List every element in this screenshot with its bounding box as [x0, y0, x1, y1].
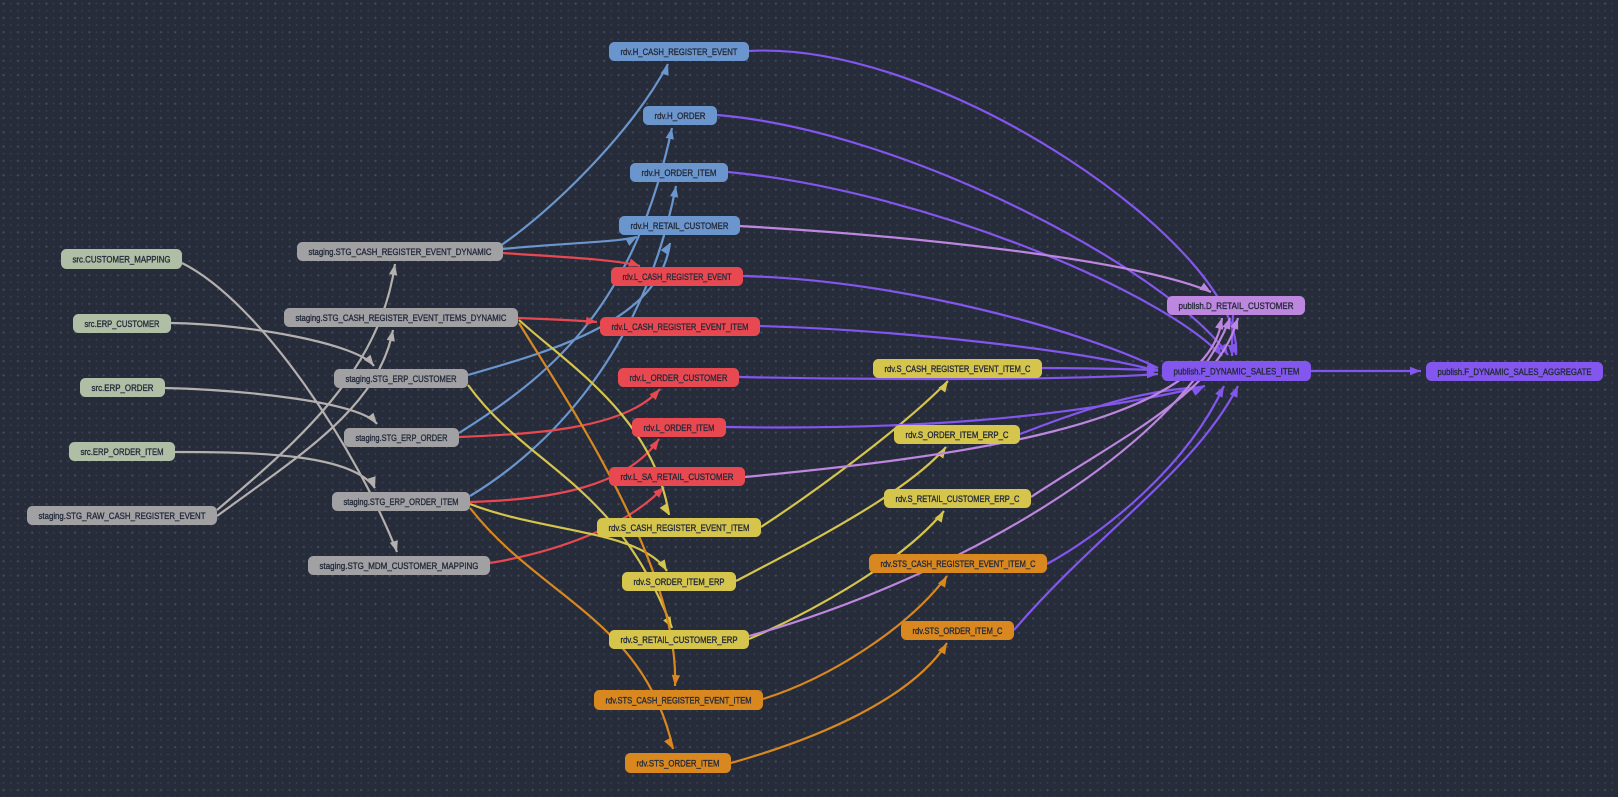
svg-text:rdv.L_CASH_REGISTER_EVENT: rdv.L_CASH_REGISTER_EVENT: [623, 272, 732, 283]
svg-text:rdv.L_CASH_REGISTER_EVENT_ITEM: rdv.L_CASH_REGISTER_EVENT_ITEM: [612, 322, 749, 333]
svg-text:rdv.L_SA_RETAIL_CUSTOMER: rdv.L_SA_RETAIL_CUSTOMER: [621, 472, 734, 483]
svg-text:staging.STG_ERP_CUSTOMER: staging.STG_ERP_CUSTOMER: [346, 374, 457, 385]
svg-text:rdv.L_ORDER_CUSTOMER: rdv.L_ORDER_CUSTOMER: [630, 373, 728, 384]
svg-text:staging.STG_ERP_ORDER: staging.STG_ERP_ORDER: [356, 433, 448, 444]
svg-text:rdv.S_CASH_REGISTER_EVENT_ITEM: rdv.S_CASH_REGISTER_EVENT_ITEM_C: [885, 364, 1031, 375]
svg-text:rdv.STS_CASH_REGISTER_EVENT_IT: rdv.STS_CASH_REGISTER_EVENT_ITEM_C: [881, 559, 1036, 570]
svg-text:src.ERP_CUSTOMER: src.ERP_CUSTOMER: [85, 319, 160, 330]
svg-text:rdv.S_ORDER_ITEM_ERP_C: rdv.S_ORDER_ITEM_ERP_C: [906, 430, 1009, 441]
svg-text:publish.D_RETAIL_CUSTOMER: publish.D_RETAIL_CUSTOMER: [1179, 301, 1294, 312]
svg-text:rdv.STS_ORDER_ITEM_C: rdv.STS_ORDER_ITEM_C: [913, 626, 1003, 637]
svg-text:rdv.H_RETAIL_CUSTOMER: rdv.H_RETAIL_CUSTOMER: [631, 221, 729, 232]
svg-text:staging.STG_CASH_REGISTER_EVEN: staging.STG_CASH_REGISTER_EVENT_ITEMS_DY…: [296, 313, 507, 324]
svg-text:publish.F_DYNAMIC_SALES_ITEM: publish.F_DYNAMIC_SALES_ITEM: [1174, 367, 1300, 378]
svg-text:rdv.H_ORDER_ITEM: rdv.H_ORDER_ITEM: [642, 168, 717, 179]
svg-text:rdv.S_CASH_REGISTER_EVENT_ITEM: rdv.S_CASH_REGISTER_EVENT_ITEM: [609, 523, 750, 534]
svg-text:rdv.STS_ORDER_ITEM: rdv.STS_ORDER_ITEM: [637, 759, 720, 770]
svg-text:rdv.STS_CASH_REGISTER_EVENT_IT: rdv.STS_CASH_REGISTER_EVENT_ITEM: [606, 696, 752, 707]
svg-text:rdv.H_CASH_REGISTER_EVENT: rdv.H_CASH_REGISTER_EVENT: [621, 47, 738, 58]
svg-text:rdv.S_ORDER_ITEM_ERP: rdv.S_ORDER_ITEM_ERP: [634, 577, 725, 588]
svg-text:staging.STG_CASH_REGISTER_EVEN: staging.STG_CASH_REGISTER_EVENT_DYNAMIC: [309, 247, 492, 258]
svg-text:staging.STG_RAW_CASH_REGISTER_: staging.STG_RAW_CASH_REGISTER_EVENT: [39, 511, 206, 522]
svg-text:rdv.L_ORDER_ITEM: rdv.L_ORDER_ITEM: [644, 423, 715, 434]
svg-text:src.ERP_ORDER_ITEM: src.ERP_ORDER_ITEM: [81, 447, 164, 458]
svg-text:src.CUSTOMER_MAPPING: src.CUSTOMER_MAPPING: [73, 255, 171, 266]
svg-text:staging.STG_ERP_ORDER_ITEM: staging.STG_ERP_ORDER_ITEM: [344, 497, 459, 508]
svg-text:rdv.S_RETAIL_CUSTOMER_ERP: rdv.S_RETAIL_CUSTOMER_ERP: [621, 635, 738, 646]
svg-text:rdv.S_RETAIL_CUSTOMER_ERP_C: rdv.S_RETAIL_CUSTOMER_ERP_C: [896, 494, 1020, 505]
svg-text:rdv.H_ORDER: rdv.H_ORDER: [655, 111, 706, 122]
svg-text:publish.F_DYNAMIC_SALES_AGGREG: publish.F_DYNAMIC_SALES_AGGREGATE: [1438, 367, 1592, 378]
svg-text:src.ERP_ORDER: src.ERP_ORDER: [92, 383, 154, 394]
svg-text:staging.STG_MDM_CUSTOMER_MAPPI: staging.STG_MDM_CUSTOMER_MAPPING: [320, 561, 479, 572]
